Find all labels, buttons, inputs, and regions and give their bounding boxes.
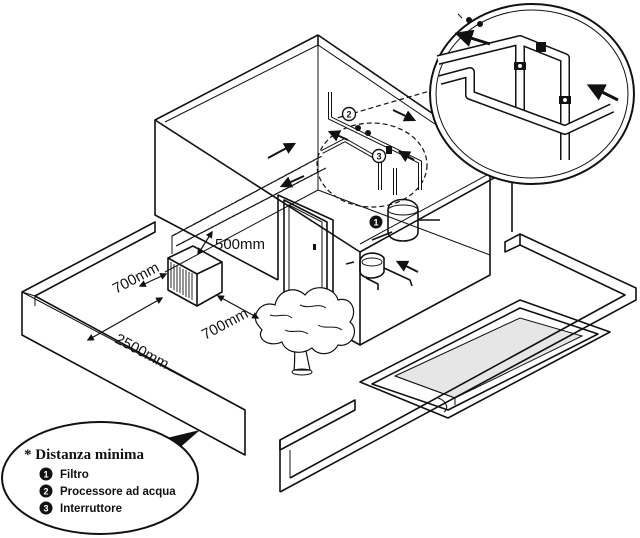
boundary-walls bbox=[21, 221, 637, 493]
tree-illustration bbox=[254, 287, 355, 376]
legend-item-1-num: 1 bbox=[43, 470, 48, 480]
heat-pump-unit bbox=[167, 233, 223, 307]
wall-plumbing bbox=[321, 92, 422, 195]
detail-magnifier bbox=[429, 3, 635, 185]
legend-item-2-num: 2 bbox=[43, 487, 48, 497]
marker-processor: 2 bbox=[341, 106, 357, 122]
filter-and-pump bbox=[345, 198, 440, 290]
clearance-wall-label: 2500mm bbox=[112, 331, 172, 373]
flow-arrows bbox=[267, 109, 419, 273]
legend-title: * Distanza minima bbox=[24, 447, 145, 463]
marker-switch-num: 3 bbox=[376, 152, 381, 162]
marker-processor-num: 2 bbox=[346, 110, 351, 120]
legend-item-3-label: Interruttore bbox=[60, 503, 122, 515]
legend-item-3-num: 3 bbox=[43, 504, 48, 514]
marker-filter: 1 bbox=[369, 215, 383, 229]
legend-callout: * Distanza minima 1 Filtro 2 Processore … bbox=[1, 421, 200, 535]
swimming-pool bbox=[359, 299, 611, 419]
clearance-side-label: 700mm bbox=[110, 259, 162, 297]
clearance-top-label: 500mm bbox=[215, 236, 265, 253]
clearance-front-label: 700mm bbox=[199, 305, 251, 343]
marker-filter-num: 1 bbox=[373, 218, 378, 228]
legend-item-2-label: Processore ad acqua bbox=[60, 486, 176, 498]
legend-item-1-label: Filtro bbox=[60, 469, 89, 481]
dimension-lines bbox=[86, 230, 260, 341]
marker-switch: 3 bbox=[371, 148, 387, 164]
